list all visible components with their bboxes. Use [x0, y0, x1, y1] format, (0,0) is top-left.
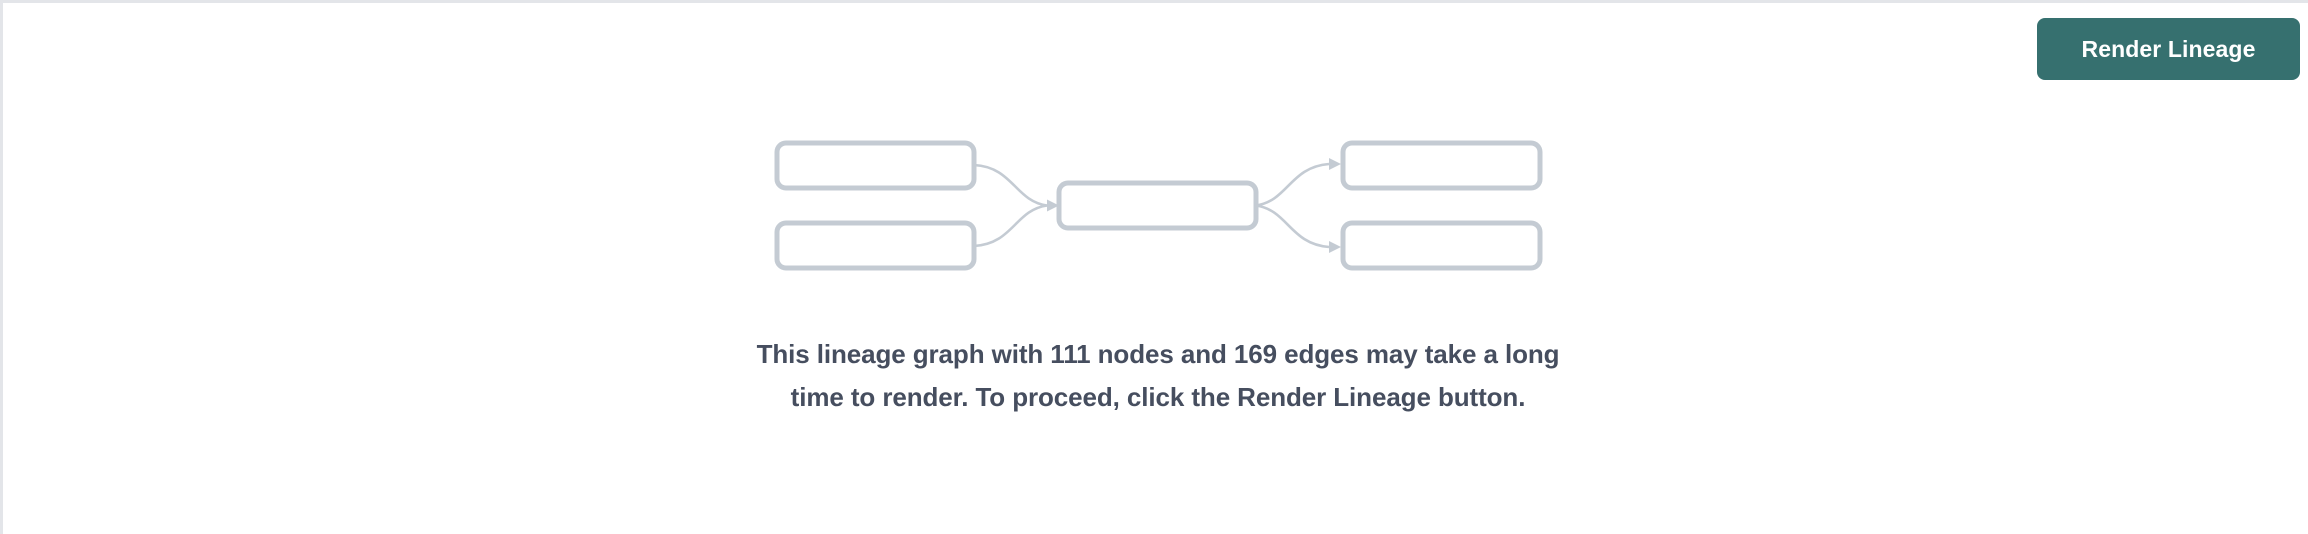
placeholder-node-downstream-2	[1340, 220, 1543, 271]
render-lineage-button-label: Render Lineage	[2081, 35, 2256, 62]
placeholder-edge-arrowhead-downstream-1	[1329, 158, 1341, 170]
placeholder-edge-center-to-downstream-2	[1255, 204, 1330, 249]
lineage-warning-message: This lineage graph with 111 nodes and 16…	[756, 339, 1560, 412]
placeholder-edge-center-to-downstream-1	[1255, 162, 1330, 207]
placeholder-edge-upstream-2-to-center	[973, 204, 1048, 248]
placeholder-node-downstream-1	[1340, 140, 1543, 191]
placeholder-node-upstream-2	[774, 220, 977, 271]
lineage-placeholder-graph	[763, 131, 1563, 286]
render-lineage-button[interactable]: Render Lineage	[2037, 18, 2300, 80]
placeholder-node-center	[1056, 180, 1259, 231]
placeholder-edge-upstream-1-to-center	[973, 163, 1048, 207]
placeholder-edge-arrowhead-downstream-2	[1329, 241, 1341, 253]
placeholder-edge-arrowhead-center	[1047, 199, 1059, 212]
placeholder-node-upstream-1	[774, 140, 977, 191]
